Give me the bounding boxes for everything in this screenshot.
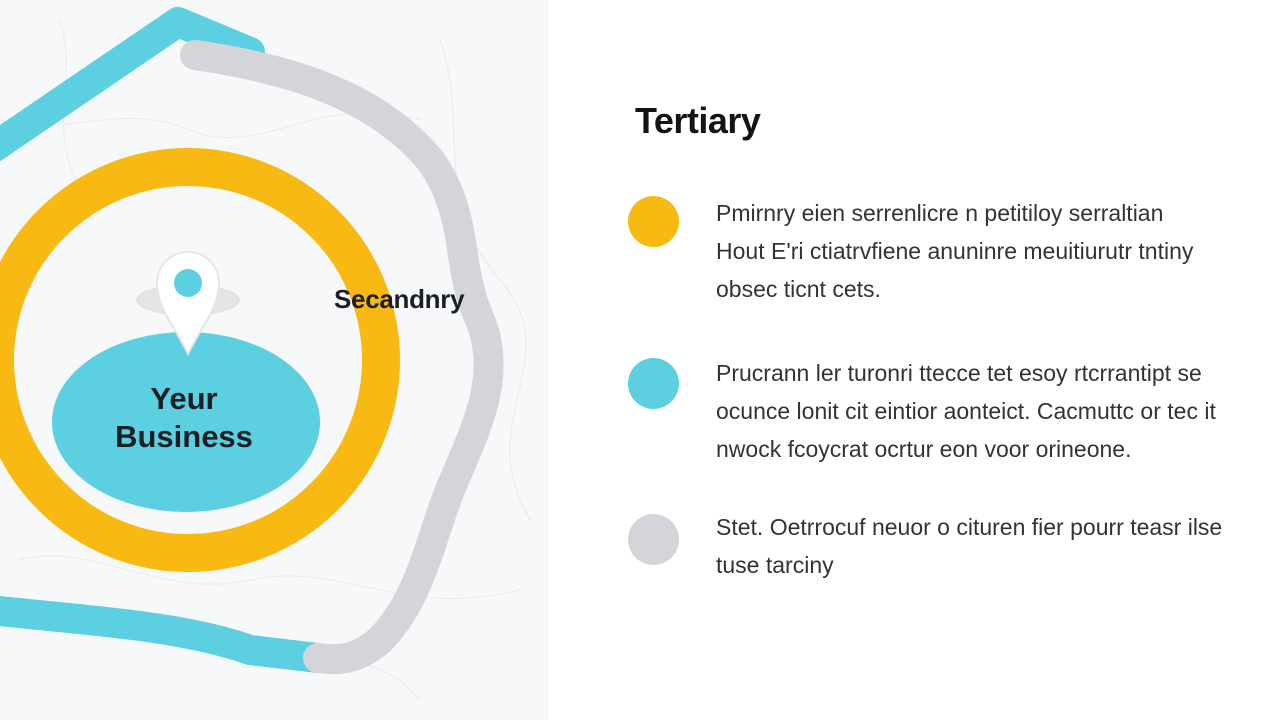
center-label-line2: Business [115,419,253,454]
legend-line: obsec ticnt cets. [716,276,881,302]
secondary-ring-label: Secandnry [334,284,465,314]
legend-description: Prucrann ler turonri ttecce tet esoy rtc… [716,354,1280,468]
location-pin-dot [174,269,202,297]
outer-blue-ring-bottom [0,595,333,673]
legend-dot-blue [628,358,679,409]
legend-item-secondary: Prucrann ler turonri ttecce tet esoy rtc… [628,358,1280,488]
legend-item-tertiary: Stet. Oetrrocuf neuor o cituren fier pou… [628,512,1280,642]
legend-line: Pmirnry eien serrenlicre n petitiloy ser… [716,200,1164,226]
legend-line: Prucrann ler turonri ttecce tet esoy rtc… [716,360,1202,386]
legend-item-primary: Pmirnry eien serrenlicre n petitiloy ser… [628,196,1280,326]
legend-line: ocunce lonit cit eintior aonteict. Cacmu… [716,398,1216,424]
middle-gray-ring [180,40,504,675]
legend-description: Pmirnry eien serrenlicre n petitiloy ser… [716,194,1280,308]
location-pin-icon [136,251,240,357]
legend-line: nwock fcoycrat ocrtur eon voor orineone. [716,436,1132,462]
secondary-ring [0,148,400,572]
legend-panel: Tertiary Pmirnry eien serrenlicre n peti… [548,0,1280,720]
outer-blue-ring [0,7,265,162]
legend-line: Stet. Oetrrocuf neuor o cituren fier pou… [716,514,1223,540]
legend-line: tuse tarciny [716,552,834,578]
center-label-line1: Yeur [150,381,218,416]
legend-description: Stet. Oetrrocuf neuor o cituren fier pou… [716,508,1280,584]
diagram-panel: Secandnry Yeur Business [0,0,548,720]
legend-dot-yellow [628,196,679,247]
concentric-market-diagram [0,7,531,701]
legend-dot-gray [628,514,679,565]
center-business-label: Yeur Business [74,380,294,456]
legend-line: Hout E'ri ctiatrvfiene anuninre meuitiur… [716,238,1194,264]
legend-title: Tertiary [635,100,761,141]
center-business-shape [52,332,320,512]
